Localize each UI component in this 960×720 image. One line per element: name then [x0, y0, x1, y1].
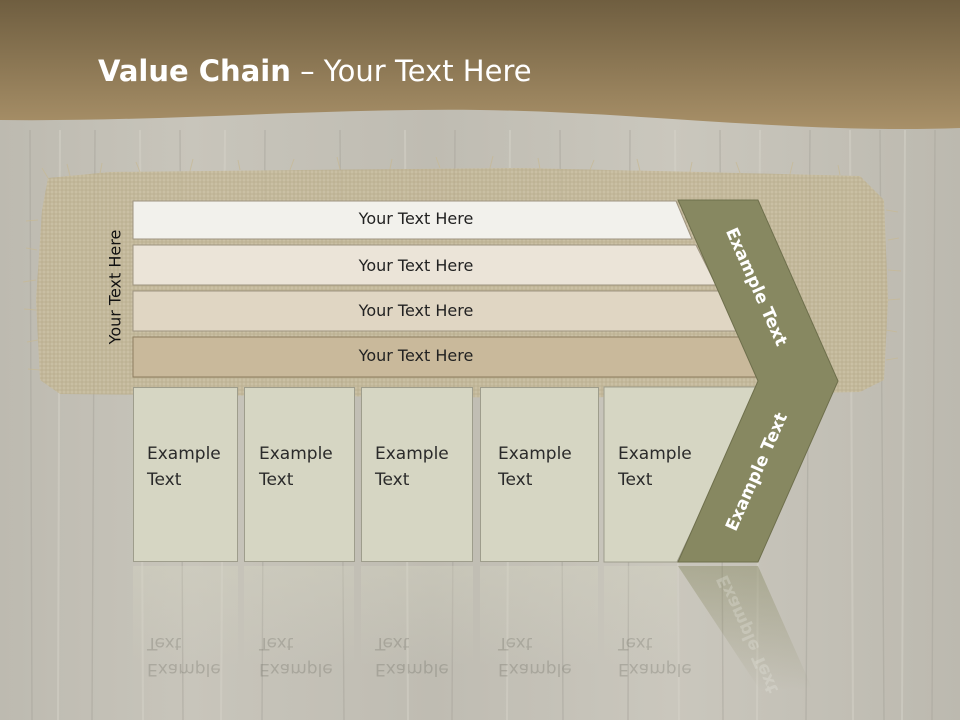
activity-cell-5	[603, 386, 761, 563]
activity-cell-2-reflection: Example Text	[259, 633, 333, 679]
activity-cell-5-reflection: Example Text	[618, 633, 692, 679]
activity-cell-4-reflection: Example Text	[498, 633, 572, 679]
support-bar-1	[132, 200, 693, 240]
activity-cell-1	[133, 387, 238, 562]
cell-reflection-5	[604, 566, 677, 666]
activity-cell-3	[361, 387, 473, 562]
header-band	[0, 0, 960, 130]
cell-reflection-3	[361, 566, 473, 666]
activity-cell-4-label: Example Text	[498, 444, 572, 490]
activity-cell-3-reflection: Example Text	[375, 633, 449, 679]
cell-reflection-4	[480, 566, 598, 666]
support-bar-2-label: Your Text Here	[358, 256, 474, 275]
chevron-reflection	[678, 566, 812, 690]
support-bar-1-label: Your Text Here	[358, 209, 474, 228]
support-bar-3-label: Your Text Here	[358, 301, 474, 320]
title-bold: Value Chain	[98, 54, 291, 88]
activity-cell-1-label: Example Text	[147, 444, 221, 490]
support-bar-4-label: Your Text Here	[358, 346, 474, 365]
activity-cell-4	[480, 387, 599, 562]
cell-reflection-1	[133, 566, 238, 666]
cell-reflection-2	[244, 566, 354, 666]
chevron-arrow	[677, 199, 839, 563]
activity-cell-3-label: Example Text	[375, 444, 449, 490]
activity-cell-1-reflection: Example Text	[147, 633, 221, 679]
activity-cell-2-label: Example Text	[259, 444, 333, 490]
activity-cell-5-label: Example Text	[618, 444, 692, 490]
slide-title: Value Chain – Your Text Here	[98, 54, 532, 88]
activity-cell-2	[244, 387, 355, 562]
title-rest: – Your Text Here	[290, 54, 532, 88]
